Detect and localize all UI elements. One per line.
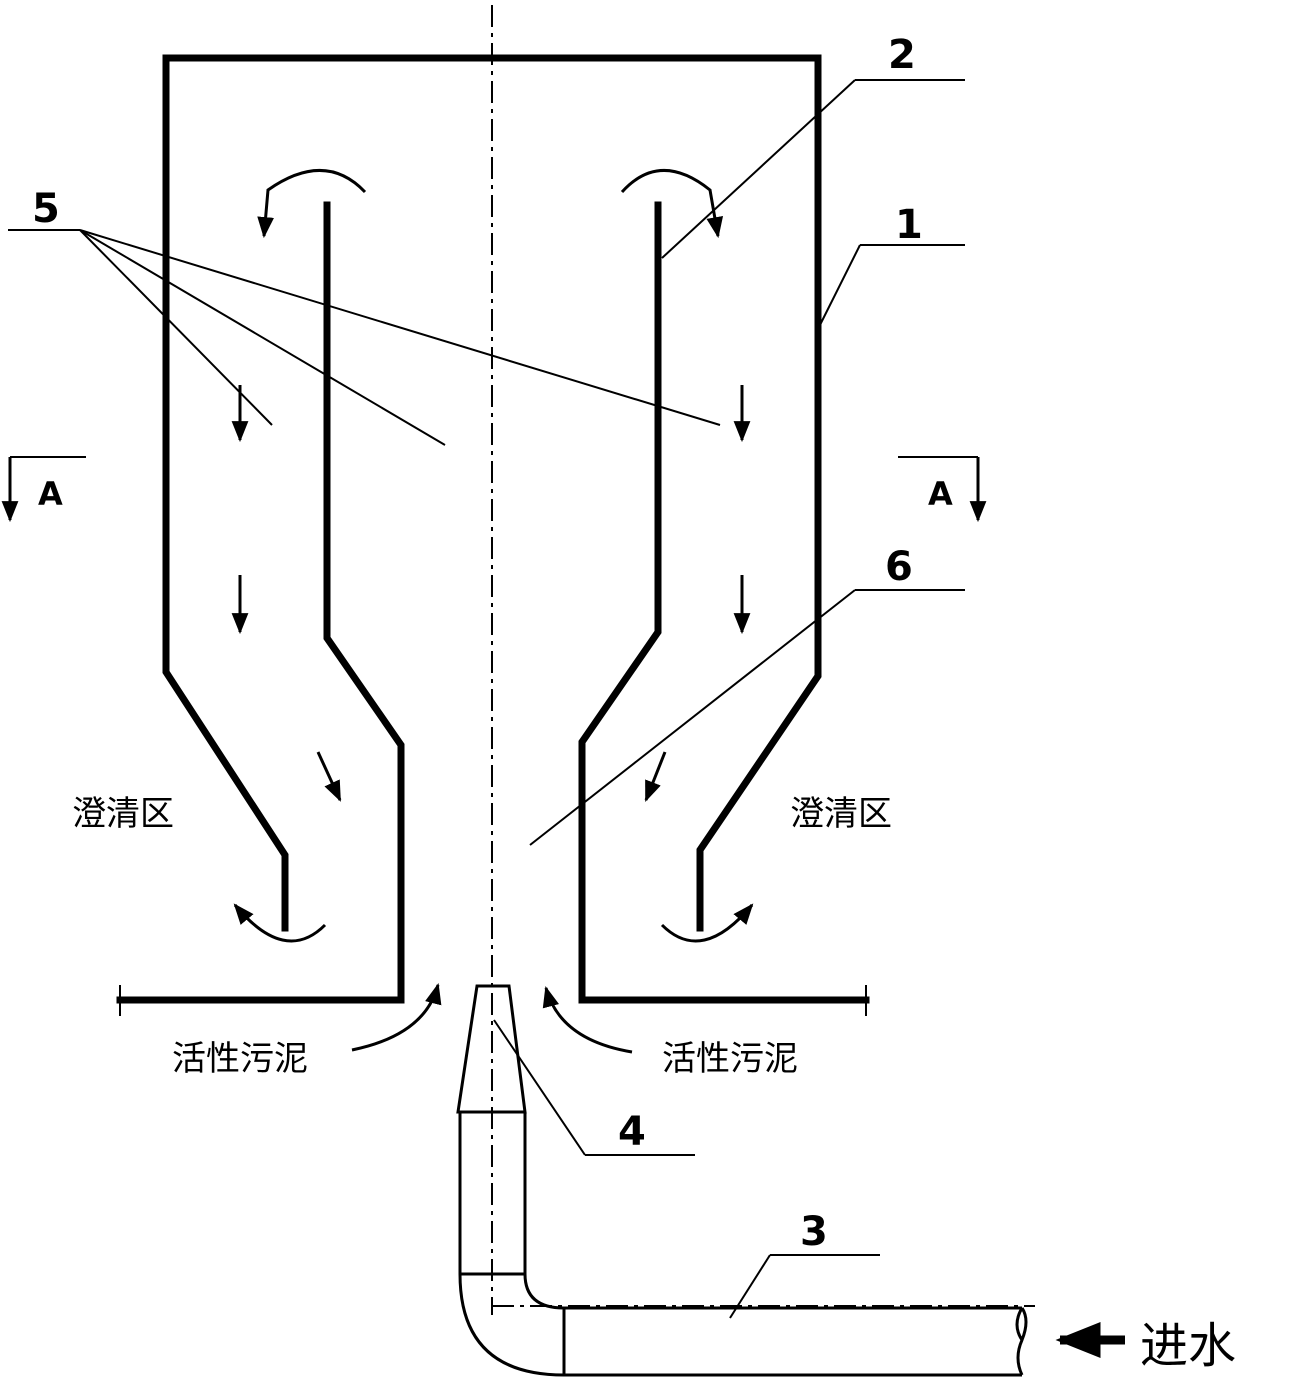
label-part-3: 3: [800, 1209, 828, 1255]
label-sludge-left: 活性污泥: [172, 1039, 308, 1079]
label-section-right: A: [928, 475, 953, 513]
leader-lines: [8, 79, 978, 1319]
label-sludge-right: 活性污泥: [662, 1039, 798, 1079]
label-part-4: 4: [618, 1109, 646, 1155]
label-part-6: 6: [885, 544, 913, 590]
horizontal-inlet-pipe: [564, 1306, 1022, 1377]
label-clarification-left: 澄清区: [72, 794, 174, 834]
label-part-2: 2: [888, 32, 916, 78]
label-part-1: 1: [895, 202, 923, 248]
outer-tank-wall: [162, 54, 822, 932]
pipe-elbow: [458, 1273, 566, 1377]
inner-baffle-right: [578, 201, 870, 1004]
label-section-left: A: [38, 475, 63, 513]
pipe-end-cap: [1015, 1307, 1028, 1376]
nozzle: [456, 984, 527, 1114]
vertical-inlet-pipe: [458, 1112, 527, 1276]
label-part-5: 5: [32, 186, 60, 232]
flow-arrows: [231, 385, 751, 802]
label-water-inlet: 进水: [1140, 1318, 1236, 1374]
inner-baffle-left: [116, 201, 405, 1004]
circulation-arcs: [233, 169, 754, 1054]
label-clarification-right: 澄清区: [790, 794, 892, 834]
